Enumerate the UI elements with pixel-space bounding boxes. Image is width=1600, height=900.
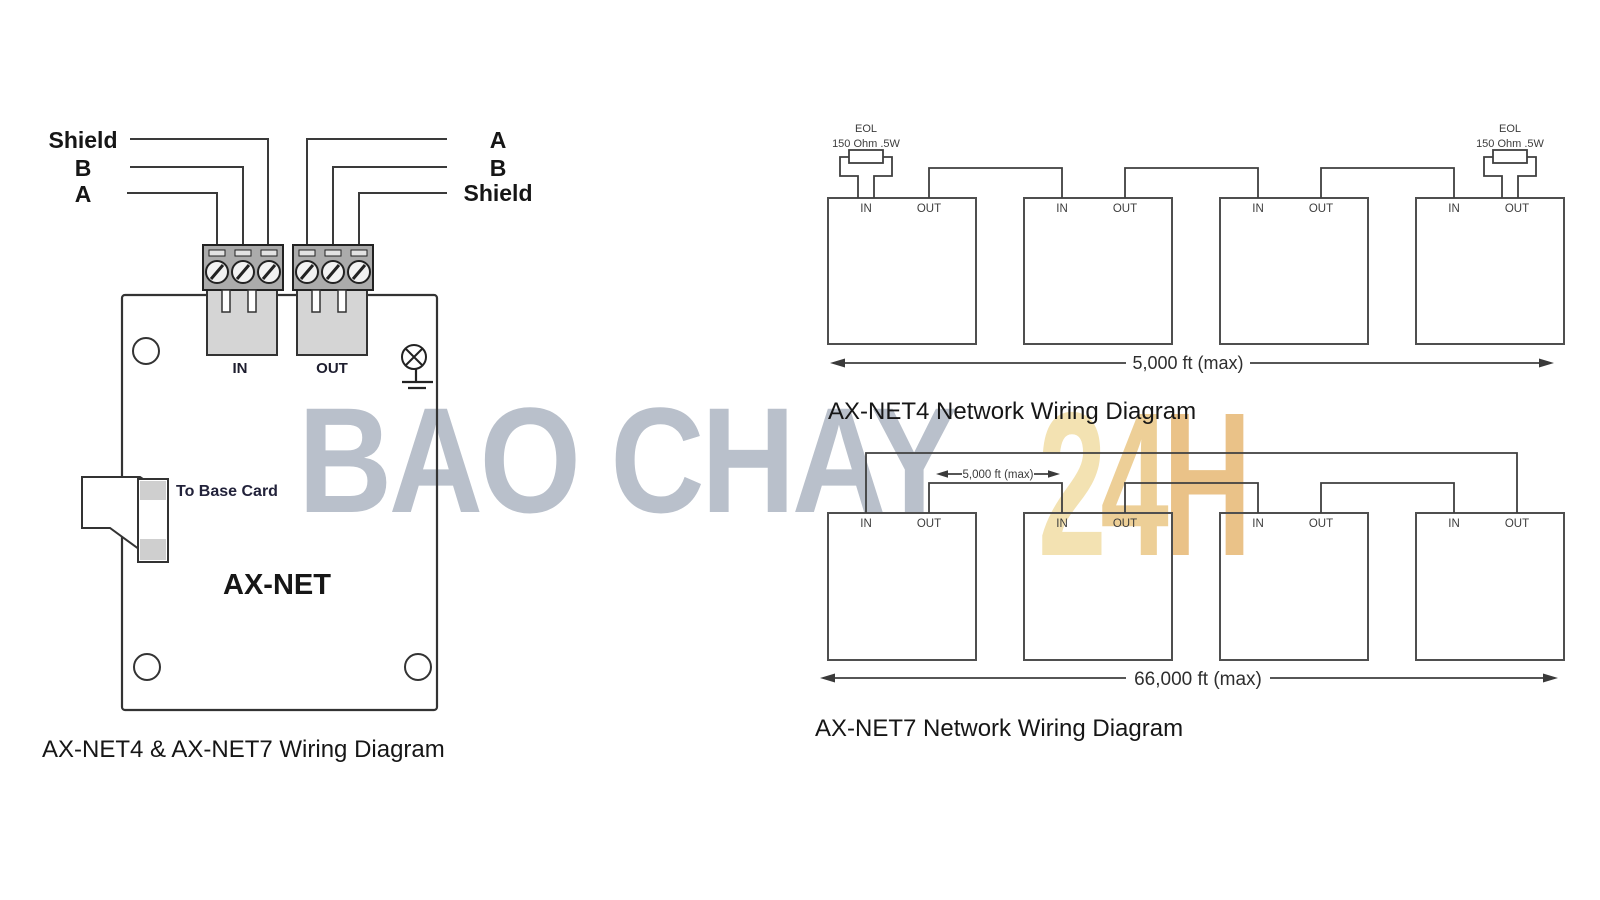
net4-node1-in: IN xyxy=(860,203,872,215)
net4-node3-in: IN xyxy=(1252,203,1264,215)
terminal-block-out xyxy=(292,244,374,313)
mounting-hole-top-left xyxy=(132,337,160,365)
watermark-char-4: 4 xyxy=(1100,370,1168,599)
net4-caption: AX-NET4 Network Wiring Diagram xyxy=(828,398,1196,425)
card-diagram-caption: AX-NET4 & AX-NET7 Wiring Diagram xyxy=(42,736,445,763)
net7-node1-out: OUT xyxy=(917,518,941,530)
net4-node-1 xyxy=(827,197,977,345)
net4-wire-2-3 xyxy=(1124,167,1259,198)
net4-network-diagram: IN OUT IN OUT IN OUT IN OUT EOL 150 Ohm … xyxy=(827,123,1565,425)
net4-node-2 xyxy=(1023,197,1173,345)
eol-left-value: 150 Ohm .5W xyxy=(832,138,900,150)
net7-node-1 xyxy=(827,512,977,661)
net7-node1-in: IN xyxy=(860,518,872,530)
watermark-char-2: 2 xyxy=(1038,370,1106,599)
card-name: AX-NET xyxy=(223,569,331,601)
card-outline xyxy=(120,293,439,712)
net7-wire-2-3 xyxy=(1124,482,1259,513)
connector-label: To Base Card xyxy=(176,483,278,500)
net7-node3-out: OUT xyxy=(1309,518,1333,530)
net4-node2-in: IN xyxy=(1056,203,1068,215)
label-left-a: A xyxy=(75,181,92,207)
terminal-body-in xyxy=(206,289,278,356)
terminal-body-out xyxy=(296,289,368,356)
eol-right-value: 150 Ohm .5W xyxy=(1476,138,1544,150)
net7-node2-out: OUT xyxy=(1113,518,1137,530)
net7-node2-in: IN xyxy=(1056,518,1068,530)
label-right-shield: Shield xyxy=(463,180,532,206)
net7-segment-arrow: 5,000 ft (max) xyxy=(936,469,1060,481)
net4-node3-out: OUT xyxy=(1309,203,1333,215)
watermark-char-h: H xyxy=(1162,370,1252,599)
card-out-label: OUT xyxy=(316,360,348,377)
eol-right-title: EOL xyxy=(1499,123,1521,135)
net4-node4-out: OUT xyxy=(1505,203,1529,215)
net4-node-3 xyxy=(1219,197,1369,345)
net4-wire-1-2 xyxy=(928,167,1063,198)
eol-resistor-right: EOL 150 Ohm .5W xyxy=(1476,123,1545,198)
eol-resistor-left: EOL 150 Ohm .5W xyxy=(832,123,901,198)
net4-node1-out: OUT xyxy=(917,203,941,215)
base-card-connector xyxy=(81,476,169,563)
mounting-hole-bottom-right xyxy=(404,653,432,681)
net4-node4-in: IN xyxy=(1448,203,1460,215)
net7-node-3 xyxy=(1219,512,1369,661)
net4-span-arrow: 5,000 ft (max) xyxy=(830,353,1554,373)
net7-ring-wire xyxy=(865,452,1518,513)
label-right-a: A xyxy=(490,127,507,153)
ground-screw-icon xyxy=(401,344,433,390)
net7-wire-3-4 xyxy=(1320,482,1455,513)
net7-segment-label: 5,000 ft (max) xyxy=(963,469,1034,481)
net7-wire-1-2 xyxy=(928,482,1063,513)
watermark-bao-chay: BAO CHAY xyxy=(298,376,958,544)
label-left-b: B xyxy=(75,155,92,181)
net7-node-4 xyxy=(1415,512,1565,661)
net4-wire-3-4 xyxy=(1320,167,1455,198)
net4-node2-out: OUT xyxy=(1113,203,1137,215)
wire-out-a xyxy=(306,138,447,245)
wire-in-a xyxy=(127,192,218,245)
wire-in-shield xyxy=(130,138,269,245)
net7-node-2 xyxy=(1023,512,1173,661)
net7-caption: AX-NET7 Network Wiring Diagram xyxy=(815,715,1183,742)
terminal-block-in xyxy=(202,244,284,313)
net7-node4-out: OUT xyxy=(1505,518,1529,530)
wire-in-b xyxy=(130,166,244,245)
net4-span-label: 5,000 ft (max) xyxy=(1132,353,1243,373)
mounting-hole-bottom-left xyxy=(133,653,161,681)
label-right-b: B xyxy=(490,155,507,181)
net7-node4-in: IN xyxy=(1448,518,1460,530)
axnet-card-diagram: Shield B A A B Shield xyxy=(42,127,533,763)
net4-node-4 xyxy=(1415,197,1565,345)
net7-span-arrow: 66,000 ft (max) xyxy=(820,669,1558,690)
watermark-24h: 24H xyxy=(1038,382,1252,587)
card-in-label: IN xyxy=(233,360,248,377)
net7-span-label: 66,000 ft (max) xyxy=(1134,669,1262,690)
wire-out-b xyxy=(332,166,447,245)
net7-node3-in: IN xyxy=(1252,518,1264,530)
net7-network-diagram: IN OUT IN OUT IN OUT IN OUT 5,000 ft (ma… xyxy=(815,452,1565,742)
wire-out-shield xyxy=(358,192,447,245)
eol-left-title: EOL xyxy=(855,123,877,135)
label-left-shield: Shield xyxy=(48,127,117,153)
